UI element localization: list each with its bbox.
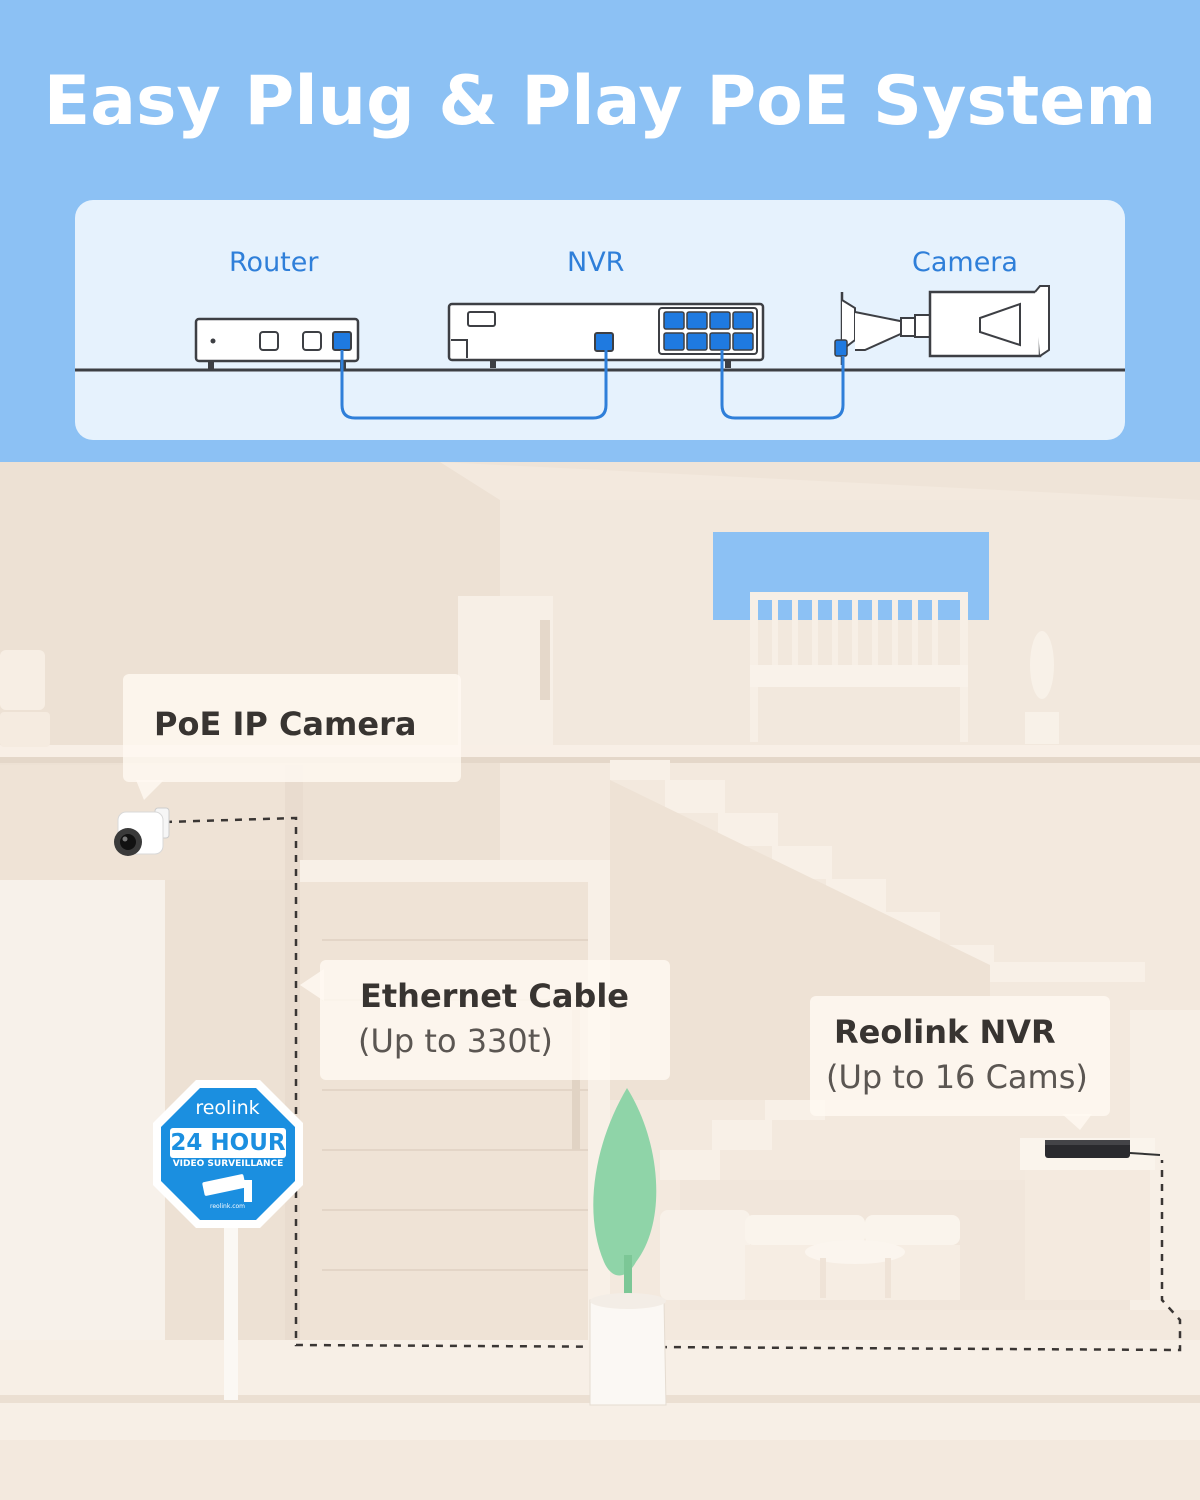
camera-callout-pointer bbox=[136, 780, 164, 800]
nvr-callout-subtitle: (Up to 16 Cams) bbox=[826, 1058, 1088, 1096]
window bbox=[713, 532, 989, 620]
camera-icon bbox=[834, 285, 1050, 365]
cable-callout-pointer bbox=[300, 969, 324, 1001]
router-icon bbox=[194, 317, 360, 369]
sign-headline: 24 HOUR bbox=[170, 1130, 286, 1156]
camera-callout bbox=[123, 674, 461, 782]
nvr-label: NVR bbox=[567, 247, 625, 278]
nvr-callout bbox=[810, 996, 1110, 1116]
nvr-camera-cable bbox=[720, 350, 845, 420]
ethernet-cable bbox=[164, 816, 1182, 1352]
connection-diagram bbox=[75, 285, 1125, 420]
page-title: Easy Plug & Play PoE System bbox=[43, 62, 1157, 141]
cable-callout bbox=[320, 960, 670, 1080]
sign-brand: reolink bbox=[195, 1097, 260, 1119]
crib bbox=[750, 592, 968, 742]
cable-callout-subtitle: (Up to 330t) bbox=[358, 1022, 553, 1060]
camera-callout-title: PoE IP Camera bbox=[154, 705, 417, 743]
nvr-callout-pointer bbox=[1062, 1114, 1092, 1130]
sign-camera-icon bbox=[202, 1174, 252, 1202]
cable-callout-title: Ethernet Cable bbox=[360, 977, 629, 1015]
router-nvr-cable bbox=[340, 350, 608, 420]
camera-label: Camera bbox=[912, 247, 1018, 278]
poe-camera-icon bbox=[114, 807, 170, 856]
sign-footer: reolink.com bbox=[209, 1203, 246, 1210]
plant bbox=[589, 1088, 667, 1406]
nvr-callout-title: Reolink NVR bbox=[834, 1013, 1056, 1051]
sign-subline: VIDEO SURVEILLANCE bbox=[172, 1159, 284, 1169]
sign-pole bbox=[224, 1215, 238, 1400]
router-label: Router bbox=[229, 247, 319, 278]
sofa bbox=[660, 1210, 960, 1300]
poe-diagram-panel: Router NVR Camera bbox=[75, 200, 1125, 440]
